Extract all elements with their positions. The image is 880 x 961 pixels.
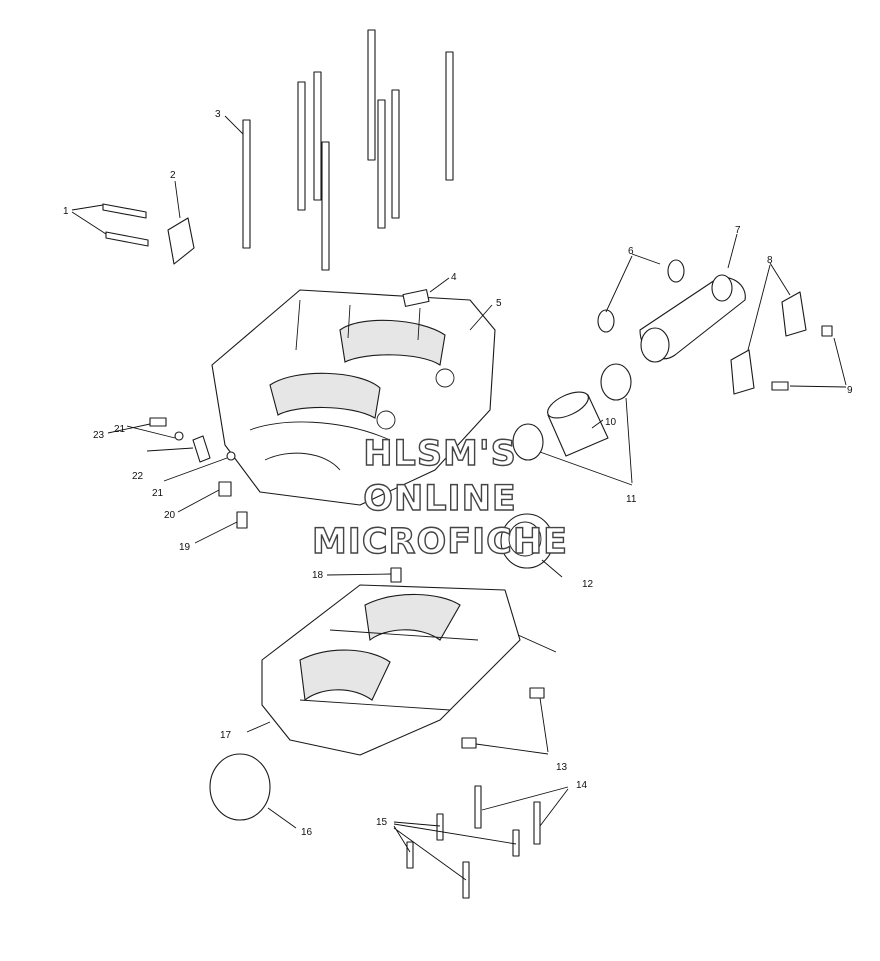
callout-4: 4 (451, 272, 457, 283)
callout-19: 19 (179, 542, 191, 553)
o-rings (597, 259, 685, 333)
callout-18: 18 (312, 570, 324, 581)
callout-3: 3 (215, 109, 221, 120)
bolts-1 (102, 203, 149, 247)
leader-lines (71, 115, 847, 881)
callout-numbers: 1 2 3 4 5 6 7 8 9 10 11 12 13 14 15 16 1… (63, 109, 853, 838)
callout-13: 13 (556, 762, 568, 773)
callout-9: 9 (847, 385, 853, 396)
coupling-sleeve (547, 391, 609, 457)
crank-seal (500, 513, 554, 569)
upper-crankcase (211, 289, 496, 506)
callout-10: 10 (605, 417, 617, 428)
dowel-pin (402, 289, 430, 307)
callout-5-upper: 5 (496, 298, 502, 309)
callout-8: 8 (767, 255, 773, 266)
callout-14: 14 (576, 780, 588, 791)
watermark-line-1: HLSM'S (363, 434, 517, 474)
callout-2: 2 (170, 170, 176, 181)
callout-6: 6 (628, 246, 634, 257)
callout-1: 1 (63, 206, 69, 217)
callout-23: 23 (93, 430, 105, 441)
callout-20: 20 (164, 510, 176, 521)
cover-plate (167, 217, 195, 265)
cylinder-studs (242, 29, 454, 271)
lower-crankcase (261, 567, 521, 756)
dowel-pins-13 (461, 687, 545, 749)
watermark-line-3: MICROFICHE (311, 522, 569, 562)
intake-manifold (639, 274, 746, 363)
crankcase-bolts (406, 785, 541, 899)
screws-9 (771, 325, 833, 391)
small-fittings (149, 417, 248, 529)
callout-16: 16 (301, 827, 313, 838)
brackets (730, 291, 807, 395)
callout-21-lower: 21 (152, 488, 164, 499)
callout-12: 12 (582, 579, 594, 590)
callout-22: 22 (132, 471, 144, 482)
callout-21-upper: 21 (114, 424, 126, 435)
watermark-line-2: ONLINE (363, 479, 517, 519)
callout-15: 15 (376, 817, 388, 828)
snap-ring (209, 753, 271, 821)
hose-clamps (512, 363, 632, 461)
callout-7: 7 (735, 225, 741, 236)
callout-11: 11 (626, 494, 637, 505)
callout-17: 17 (220, 730, 232, 741)
